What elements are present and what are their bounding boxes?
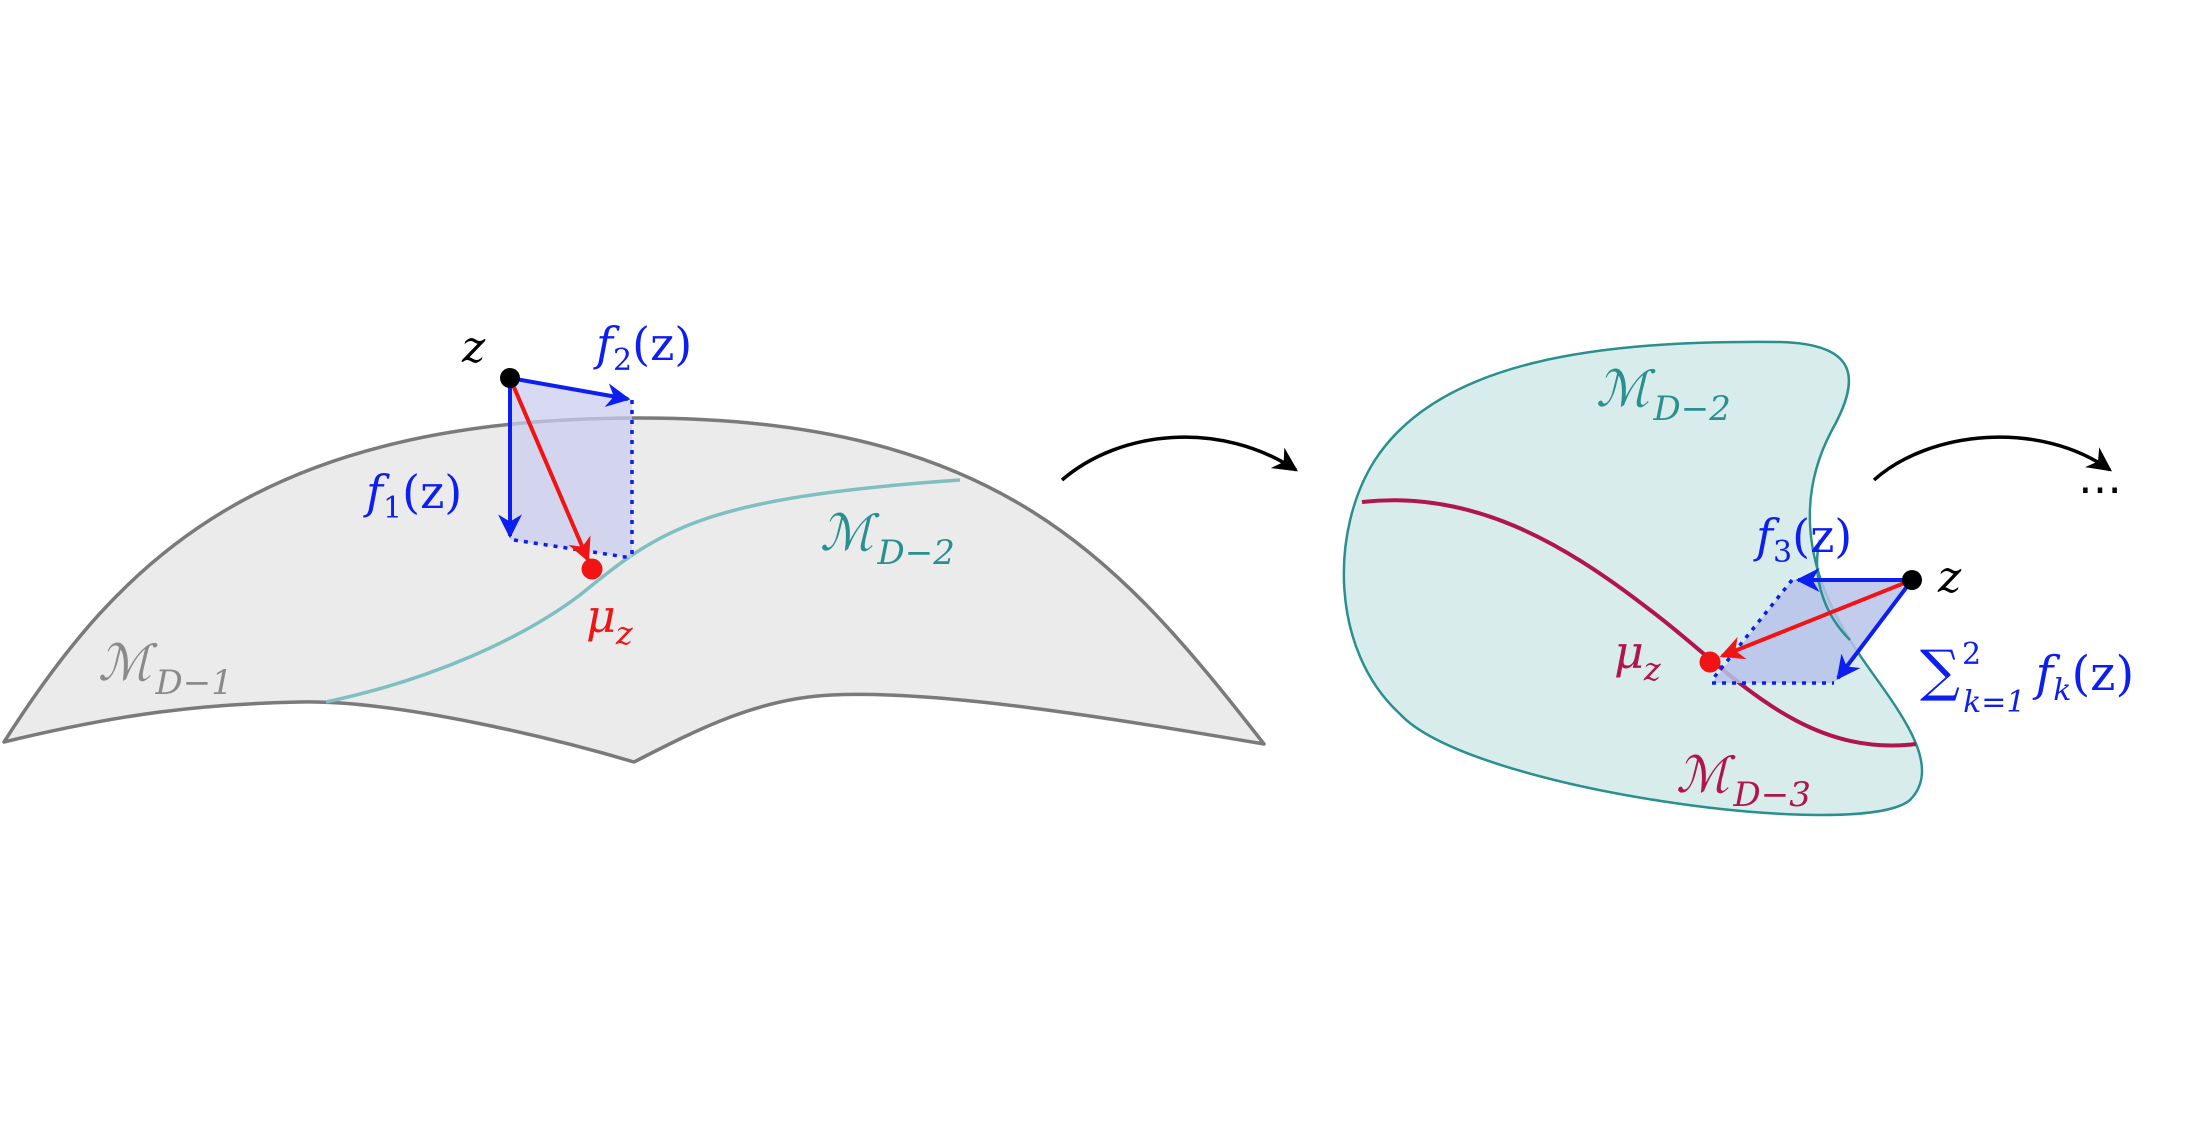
label-mu-z-right: μz [1614,625,1662,688]
mu-arrow [508,377,591,563]
transition-arrow-2 [1872,435,2112,482]
label-mu-z: μz [586,589,634,652]
manifold-d-minus-1-surface [2,416,1266,764]
f2-arrow [509,376,631,408]
point-mu-z-right [1699,651,1721,673]
manifold-d-minus-3-curve [1361,498,1917,748]
dotted-edge-left [1710,578,1794,682]
sum-arrow [1836,578,1914,680]
ellipsis: ⋯ [2078,464,2122,515]
label-z: z [461,322,486,373]
span-parallelogram [510,378,632,558]
manifold-d-minus-2-curve [325,478,961,704]
point-mu-z [581,558,603,580]
blob-boundary-overlay [1815,539,1851,641]
point-z [500,368,520,388]
label-z-right: z [1937,552,1962,603]
label-f3: f3(z) [1753,509,1852,570]
point-z-right [1902,570,1922,590]
transition-arrow-1 [1060,435,1299,482]
label-f1: f1(z) [363,465,462,526]
mu-arrow-right [1719,578,1913,660]
label-f2: f2(z) [593,317,692,378]
manifold-d-minus-2-blob [1342,340,1924,817]
span-parallelogram-right [1712,580,1912,683]
